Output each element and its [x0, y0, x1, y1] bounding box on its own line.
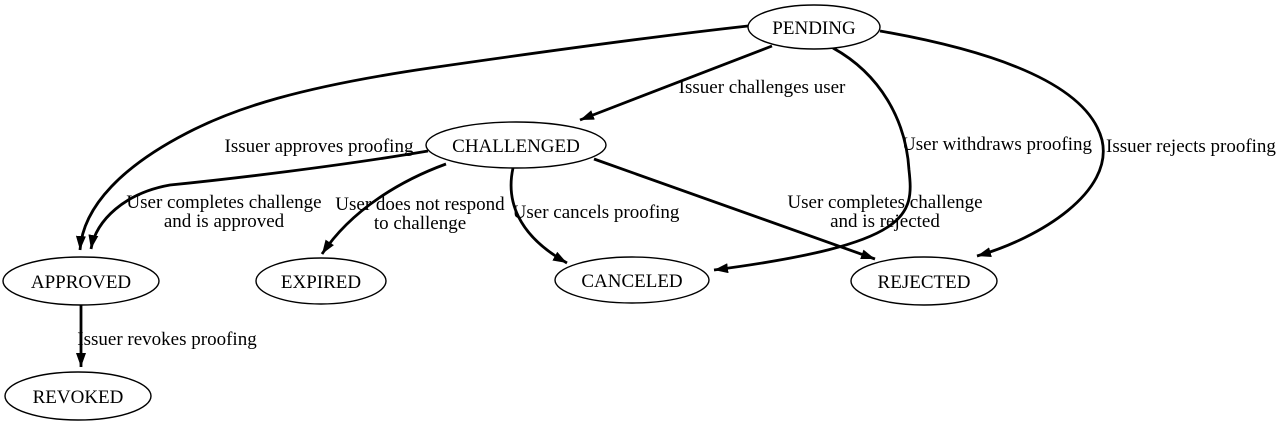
edge-pending-challenged [579, 44, 773, 122]
node-approved-label: APPROVED [31, 272, 131, 293]
node-expired-ellipse [255, 257, 387, 305]
node-pending: PENDING [747, 4, 881, 50]
edges-layer [75, 24, 1105, 367]
edge-label-user-completes-approved-line1: User completes challenge [126, 192, 321, 213]
edge-pending-canceled [713, 46, 912, 274]
edge-label-user-completes-approved-line2: and is approved [164, 211, 285, 232]
node-challenged-label: CHALLENGED [452, 136, 580, 157]
node-rejected-ellipse [850, 256, 998, 306]
edge-label-user-cancels-proofing: User cancels proofing [513, 202, 680, 223]
node-rejected-label: REJECTED [878, 272, 971, 293]
edge-labels-layer: Issuer challenges user Issuer approves p… [77, 77, 1276, 350]
edge-pending-rejected [879, 29, 1105, 258]
node-canceled-label: CANCELED [581, 271, 682, 292]
edge-label-user-does-not-respond-line2: to challenge [374, 213, 466, 234]
node-expired-label: EXPIRED [281, 272, 361, 293]
edge-label-user-withdraws-proofing: User withdraws proofing [902, 134, 1092, 155]
node-pending-label: PENDING [772, 18, 856, 39]
edge-challenged-approved [88, 149, 429, 250]
edge-challenged-expired [320, 162, 447, 255]
nodes-layer: PENDING CHALLENGED APPROVED EXPIRED CANC… [2, 4, 998, 421]
edge-label-user-completes-rejected-line1: User completes challenge [787, 192, 982, 213]
node-canceled: CANCELED [554, 256, 710, 304]
node-pending-ellipse [747, 4, 881, 50]
node-revoked-label: REVOKED [33, 387, 124, 408]
node-canceled-ellipse [554, 256, 710, 304]
edge-label-issuer-challenges-user: Issuer challenges user [679, 77, 846, 98]
edge-label-issuer-approves-proofing: Issuer approves proofing [225, 136, 414, 157]
edge-label-issuer-rejects-proofing: Issuer rejects proofing [1106, 136, 1276, 157]
edge-challenged-rejected [593, 157, 876, 261]
node-challenged: CHALLENGED [425, 121, 607, 169]
node-rejected: REJECTED [850, 256, 998, 306]
edge-pending-approved [75, 24, 749, 251]
node-revoked: REVOKED [4, 371, 152, 421]
node-challenged-ellipse [425, 121, 607, 169]
node-approved: APPROVED [2, 256, 160, 306]
edge-label-user-completes-rejected-line2: and is rejected [830, 211, 940, 232]
node-approved-ellipse [2, 256, 160, 306]
node-expired: EXPIRED [255, 257, 387, 305]
edge-label-issuer-revokes-proofing: Issuer revokes proofing [77, 329, 257, 350]
edge-label-user-does-not-respond-line1: User does not respond [335, 194, 505, 215]
edge-challenged-canceled [509, 167, 568, 265]
node-revoked-ellipse [4, 371, 152, 421]
